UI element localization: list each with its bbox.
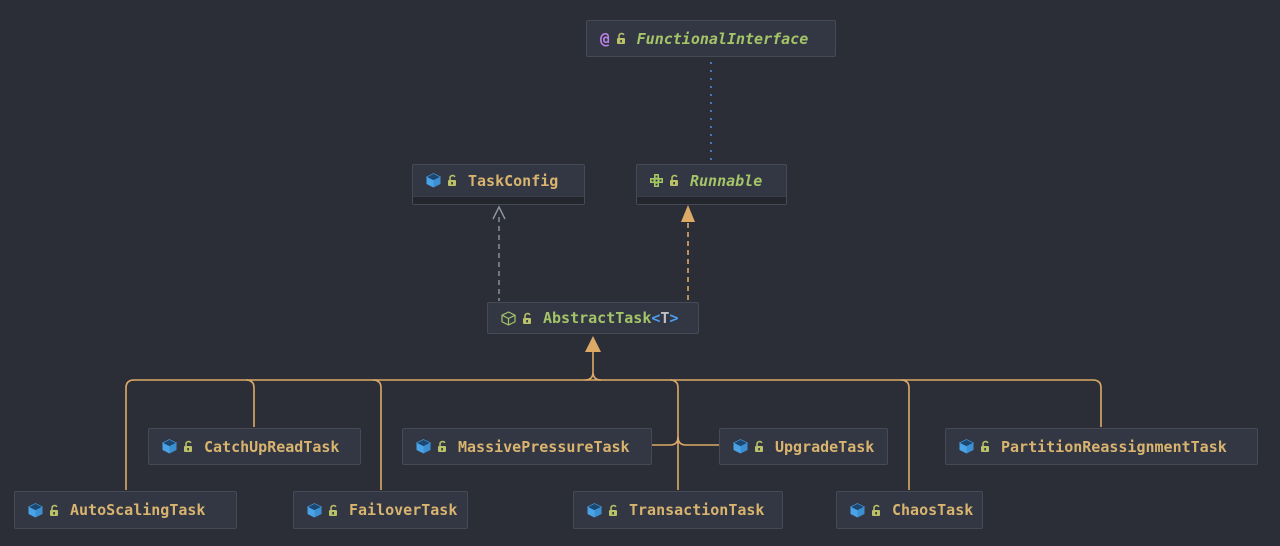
edge-branch-partitionreassignmenttask [1092,379,1102,427]
class-name-text: FailoverTask [349,501,458,519]
node-label: Runnable [690,172,762,190]
edge-connector-upgradetask [677,436,719,446]
lock-icon [669,174,680,187]
generic-type-param: T [660,309,670,327]
interface-icon [650,174,663,187]
node-task-config[interactable]: TaskConfig [412,164,585,205]
class-icon [850,502,865,518]
node-partition-reassignment-task[interactable]: PartitionReassignmentTask [945,428,1258,465]
node-label: TaskConfig [468,172,558,190]
lock-icon [437,440,448,453]
class-icon [959,439,974,454]
node-label: UpgradeTask [775,438,874,456]
node-label: TransactionTask [629,501,764,519]
lock-icon [328,504,339,517]
node-failover-task[interactable]: FailoverTask [293,491,468,529]
node-catch-up-read-task[interactable]: CatchUpReadTask [148,428,361,465]
class-name-text: AbstractTask [543,309,652,327]
class-icon [416,439,431,454]
class-name-text: ChaosTask [892,501,974,519]
edge-connector-massivepressuretask [652,436,679,446]
node-chaos-task[interactable]: ChaosTask [836,491,983,529]
class-icon [162,439,177,454]
node-label: PartitionReassignmentTask [1001,438,1227,456]
edge-branch-chaostask [900,379,910,490]
node-label: MassivePressureTask [458,438,630,456]
lock-icon [608,504,619,517]
lock-icon [980,440,991,453]
node-body-collapsed [637,196,786,204]
node-massive-pressure-task[interactable]: MassivePressureTask [402,428,652,465]
node-label: ChaosTask [892,501,973,519]
class-name-text: UpgradeTask [775,437,875,456]
node-upgrade-task[interactable]: UpgradeTask [719,428,888,465]
generic-close-bracket: > [669,309,679,327]
class-name-text: AutoScalingTask [70,501,206,519]
edge-dependency-open-arrowhead [492,205,506,220]
node-label: AbstractTask<T> [543,309,678,327]
class-icon [587,502,602,518]
node-functional-interface[interactable]: @ FunctionalInterface [586,20,836,57]
class-icon [307,502,322,518]
edge-branch-autoscalingtask [125,379,135,490]
class-icon [426,173,441,188]
class-name-text: CatchUpReadTask [204,437,340,456]
lock-icon [522,312,533,325]
edge-inheritance-riser [584,351,602,381]
generic-open-bracket: < [651,309,661,327]
node-runnable[interactable]: Runnable [636,164,787,205]
lock-icon [183,440,194,453]
node-abstract-task[interactable]: AbstractTask<T> [487,302,699,334]
class-name-text: FunctionalInterface [636,29,809,48]
lock-icon [871,504,882,517]
annotation-icon: @ [600,28,610,48]
class-name-text: TaskConfig [468,171,559,190]
node-body-collapsed [413,196,584,204]
abstract-class-icon [501,310,516,326]
class-icon [28,502,43,518]
lock-icon [754,440,765,453]
edge-branch-catchupreadtask [245,379,255,427]
class-name-text: PartitionReassignmentTask [1001,437,1227,456]
edge-branch-failovertask [372,379,382,490]
class-name-text: MassivePressureTask [458,437,630,456]
lock-icon [447,174,458,187]
node-label: AutoScalingTask [70,501,205,519]
lock-icon [616,32,627,45]
node-transaction-task[interactable]: TransactionTask [573,491,783,529]
node-label: CatchUpReadTask [204,438,339,456]
edge-branch-transactiontask [669,379,679,490]
edge-inheritance-solid-arrowhead [585,336,601,352]
node-label: FunctionalInterface [637,30,809,48]
node-label: FailoverTask [349,501,457,519]
lock-icon [49,504,60,517]
class-name-text: Runnable [690,171,763,190]
node-auto-scaling-task[interactable]: AutoScalingTask [14,491,237,529]
class-icon [733,439,748,454]
class-name-text: TransactionTask [629,501,765,519]
edge-realization-solid-arrowhead [681,205,695,222]
